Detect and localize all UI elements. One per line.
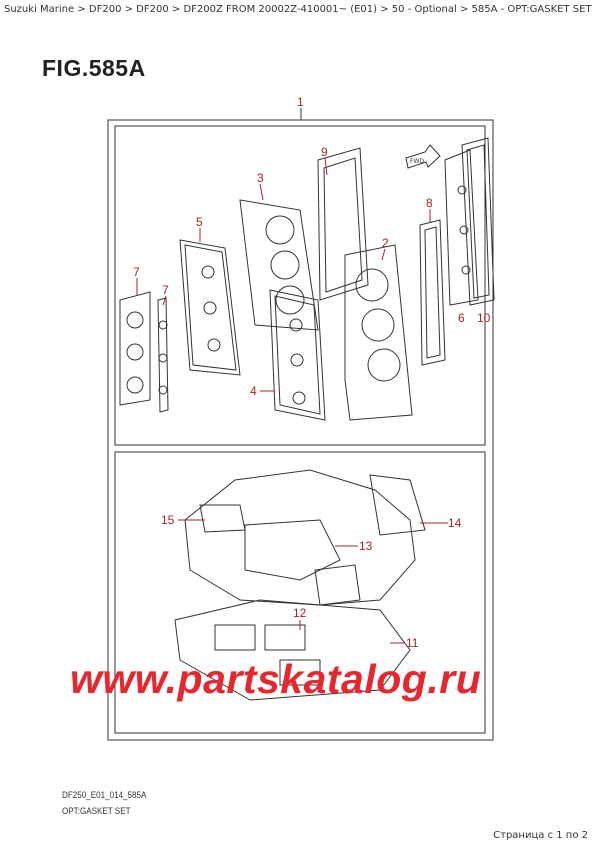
lower-panel [114, 451, 486, 734]
callout-1: 1 [297, 95, 304, 109]
breadcrumb[interactable]: Suzuki Marine > DF200 > DF200 > DF200Z F… [4, 4, 592, 15]
callout-11: 11 [406, 636, 419, 650]
gasket-9[interactable] [317, 147, 369, 301]
exhaust-gasket-7a[interactable] [119, 291, 151, 406]
callout-12: 12 [293, 606, 307, 620]
footer-code: DF250_E01_014_585A [62, 790, 147, 801]
figure-title: FIG.585A [42, 55, 146, 81]
gasket-set-lower[interactable] [174, 469, 426, 701]
pagination: Страница с 1 по 2 [493, 830, 588, 841]
outer-frame [107, 119, 494, 741]
head-cover-gasket-5[interactable] [179, 239, 241, 376]
callout-5: 5 [196, 215, 203, 229]
gasket-13 [244, 519, 341, 581]
callout-6: 6 [458, 311, 465, 325]
watermark: www.partskatalog.ru [70, 656, 482, 702]
gasket-6[interactable] [444, 149, 479, 306]
callout-10: 10 [477, 311, 491, 325]
callout-8: 8 [426, 196, 433, 210]
callout-4: 4 [250, 384, 257, 398]
callout-7a: 7 [133, 265, 140, 279]
head-cover-gasket-4[interactable] [269, 289, 326, 421]
callout-3: 3 [257, 171, 264, 185]
exhaust-gasket-7b[interactable] [157, 297, 169, 413]
callout-14: 14 [448, 516, 462, 530]
callout-9: 9 [321, 145, 328, 159]
fwd-label: FWD [410, 158, 424, 165]
fwd-arrow-icon: FWD [405, 144, 441, 169]
gasket-8[interactable] [419, 219, 446, 366]
cylinder-head-gasket-2[interactable] [344, 244, 413, 421]
callout-2: 2 [382, 236, 389, 250]
gasket-14 [369, 474, 426, 536]
gasket-11 [174, 599, 411, 701]
gasket-10[interactable] [461, 137, 495, 306]
callout-15: 15 [161, 513, 175, 527]
gasket-15 [199, 504, 246, 533]
gasket-12 [314, 564, 361, 606]
callout-13: 13 [359, 539, 373, 553]
callout-7b: 7 [162, 283, 169, 297]
cylinder-head-gasket-3[interactable] [239, 199, 319, 331]
footer-caption: OPT:GASKET SET [62, 806, 131, 817]
callout-leaders [136, 157, 448, 644]
upper-panel [114, 125, 486, 446]
